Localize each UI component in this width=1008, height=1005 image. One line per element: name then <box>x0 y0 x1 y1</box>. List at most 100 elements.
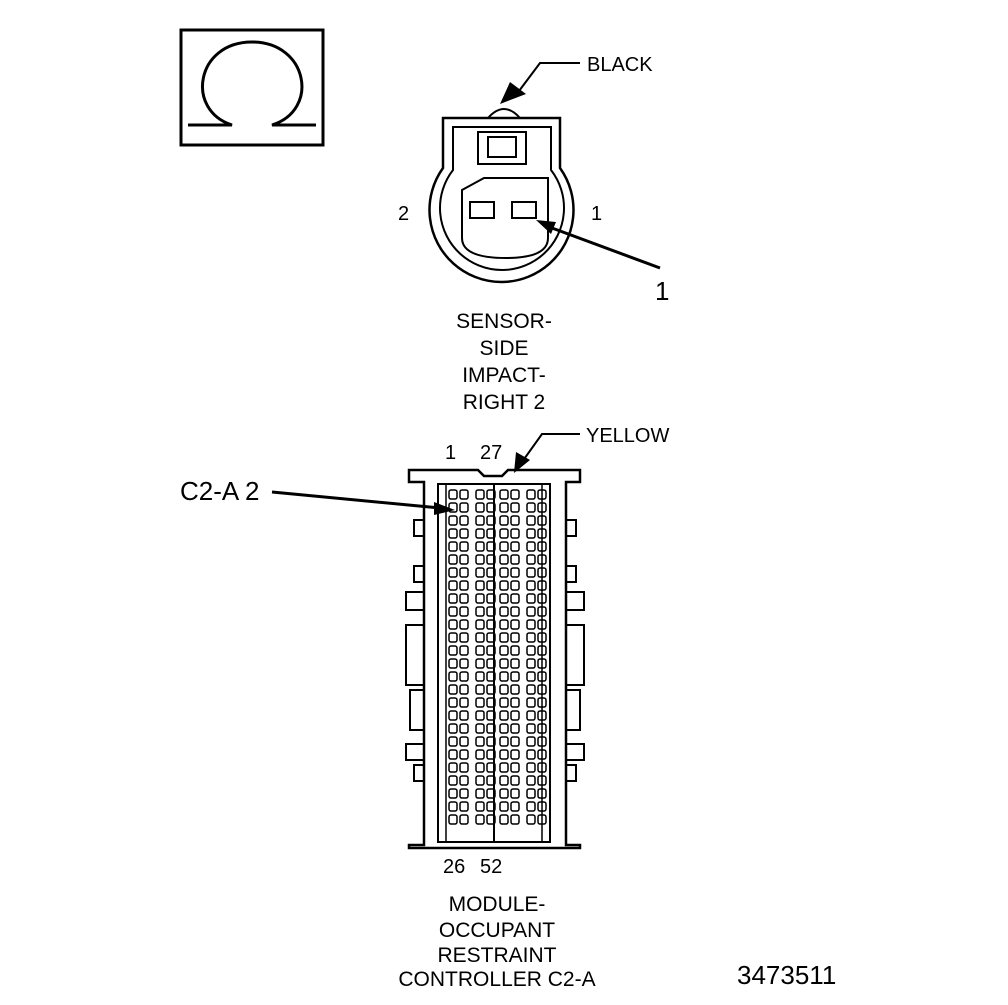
module-bottom-pin-26-label: 26 <box>443 856 465 878</box>
pin-cavity <box>459 723 469 734</box>
pin-cavity <box>448 736 458 747</box>
pin-cavity <box>526 580 536 591</box>
pin-cavity <box>459 580 469 591</box>
pin-cavity <box>486 710 496 721</box>
pin-cavity <box>475 593 485 604</box>
module-callout-label: C2-A 2 <box>180 476 260 506</box>
pin-cavity <box>526 788 536 799</box>
pin-cavity <box>510 580 520 591</box>
pin-cavity <box>499 606 509 617</box>
pin-cavity <box>510 502 520 513</box>
pin-cavity <box>510 528 520 539</box>
pin-cavity <box>499 697 509 708</box>
pin-cavity <box>459 801 469 812</box>
pin-cavity <box>486 580 496 591</box>
pin-cavity <box>510 814 520 825</box>
sensor-connector: BLACK 2 1 1 SENSOR- SIDE IMPACT- RIGHT 2 <box>398 54 669 414</box>
pin-cavity <box>475 502 485 513</box>
pin-cavity <box>486 489 496 500</box>
pin-cavity <box>486 736 496 747</box>
pin-cavity <box>459 619 469 630</box>
pin-cavity <box>459 632 469 643</box>
pin-cavity <box>486 567 496 578</box>
pin-cavity <box>448 658 458 669</box>
sensor-color-label: BLACK <box>587 54 653 76</box>
pin-cavity <box>526 593 536 604</box>
pin-cavity <box>537 775 547 786</box>
pin-cavity <box>526 645 536 656</box>
pin-cavity <box>510 697 520 708</box>
pin-cavity <box>526 749 536 760</box>
pin-cavity <box>486 515 496 526</box>
pin-cavity <box>448 619 458 630</box>
pin-cavity <box>510 541 520 552</box>
pin-cavity <box>448 489 458 500</box>
pin-cavity <box>499 554 509 565</box>
module-color-label: YELLOW <box>586 425 669 447</box>
pin-cavity <box>510 515 520 526</box>
pin-cavity <box>526 775 536 786</box>
pin-cavity <box>537 684 547 695</box>
pin-cavity <box>475 736 485 747</box>
pin-cavity <box>486 697 496 708</box>
pin-cavity <box>448 606 458 617</box>
pin-cavity <box>499 489 509 500</box>
pin-cavity <box>537 632 547 643</box>
pin-cavity <box>499 528 509 539</box>
pin-cavity <box>486 645 496 656</box>
pin-cavity <box>486 801 496 812</box>
module-title-line-2: OCCUPANT <box>439 919 555 942</box>
module-top-pin-1-label: 1 <box>445 442 456 464</box>
pin-cavity <box>510 567 520 578</box>
pin-cavity <box>475 541 485 552</box>
pin-cavity <box>486 762 496 773</box>
pin-cavity <box>448 801 458 812</box>
pin-cavity <box>537 801 547 812</box>
pin-cavity <box>499 541 509 552</box>
pin-cavity <box>475 632 485 643</box>
pin-cavity <box>459 515 469 526</box>
pin-cavity <box>526 762 536 773</box>
pin-cavity <box>526 528 536 539</box>
pin-cavity <box>459 606 469 617</box>
pin-cavity <box>448 723 458 734</box>
pin-cavity <box>537 645 547 656</box>
pin-cavity <box>510 684 520 695</box>
pin-cavity <box>459 528 469 539</box>
pin-cavity <box>499 788 509 799</box>
pin-cavity <box>448 580 458 591</box>
pin-cavity <box>510 788 520 799</box>
pin-cavity <box>486 775 496 786</box>
sensor-callout-label: 1 <box>655 276 669 306</box>
pin-cavity <box>459 645 469 656</box>
pin-cavity <box>526 736 536 747</box>
pin-cavity <box>510 762 520 773</box>
pin-cavity <box>475 762 485 773</box>
module-title-line-3: RESTRAINT <box>437 944 556 967</box>
pin-cavity <box>459 749 469 760</box>
pin-cavity <box>526 502 536 513</box>
pin-cavity <box>459 567 469 578</box>
pin-cavity <box>526 489 536 500</box>
pin-cavity <box>499 645 509 656</box>
pin-cavity <box>475 619 485 630</box>
pin-cavity <box>459 502 469 513</box>
pin-cavity <box>486 528 496 539</box>
module-title-line-1: MODULE- <box>449 893 546 916</box>
pin-cavity <box>448 697 458 708</box>
pin-cavity <box>510 723 520 734</box>
pin-cavity <box>459 541 469 552</box>
pin-cavity <box>486 593 496 604</box>
pin-cavity <box>475 801 485 812</box>
pin-cavity <box>510 736 520 747</box>
pin-cavity <box>499 502 509 513</box>
pin-cavity <box>537 723 547 734</box>
pin-cavity <box>448 567 458 578</box>
pin-cavity <box>537 619 547 630</box>
pin-cavity <box>537 788 547 799</box>
pin-cavity <box>459 710 469 721</box>
pin-cavity <box>459 593 469 604</box>
pin-cavity <box>448 632 458 643</box>
pin-cavity <box>537 502 547 513</box>
